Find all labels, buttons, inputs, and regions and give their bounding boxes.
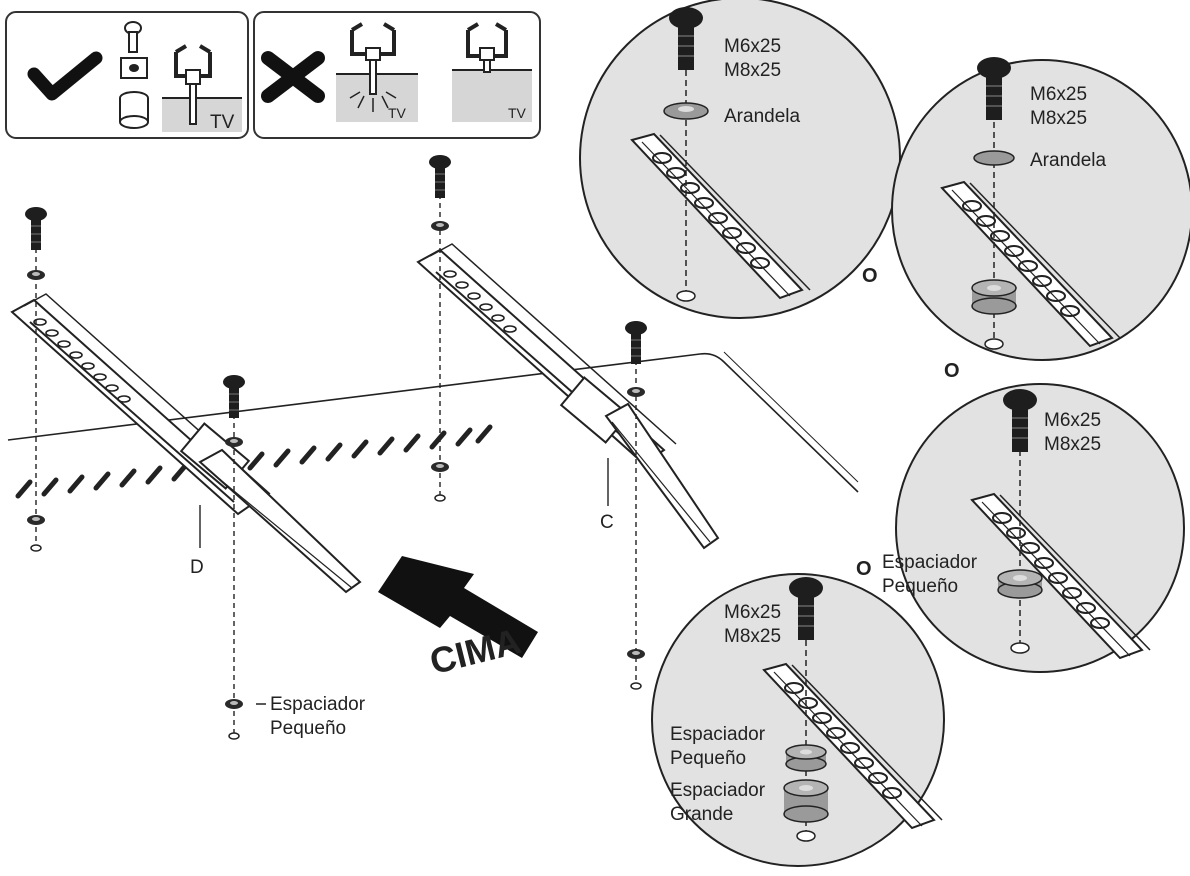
or-marker-a: O (862, 265, 878, 287)
up-direction-arrow-icon (378, 556, 538, 658)
checkmark-icon (27, 51, 103, 101)
bracket-c-label: C (600, 512, 614, 533)
bracket-d (10, 293, 362, 594)
bolt-too-short-icon (452, 22, 532, 122)
detail-washer-view-2: M6x25 M8x25 Arandela (891, 56, 1190, 361)
tv-back-outline (7, 351, 859, 493)
spacer-icon (971, 279, 1017, 315)
svg-text:Espaciador: Espaciador (670, 724, 766, 745)
svg-text:M6x25: M6x25 (1044, 410, 1101, 431)
incorrect-tv-label-b: TV (508, 105, 527, 121)
spacer-icon (627, 649, 645, 659)
washer-icon (27, 270, 45, 280)
svg-text:M6x25: M6x25 (1030, 84, 1087, 105)
large-spacer-icon (783, 779, 829, 823)
fastener-column-4 (624, 320, 648, 690)
svg-text:Arandela: Arandela (724, 106, 800, 127)
fastener-column-3 (428, 154, 452, 502)
screw-icon (624, 320, 648, 365)
tv-vent-slots (15, 424, 493, 499)
small-spacer-icon (225, 699, 243, 709)
svg-text:Espaciador: Espaciador (670, 780, 766, 801)
small-spacer-label: Espaciador Pequeño (270, 694, 370, 739)
or-marker-b: O (944, 360, 960, 382)
screw-spacer-stack-icon (119, 21, 149, 129)
cross-icon (261, 51, 325, 103)
fastener-column-1 (24, 206, 48, 552)
svg-text:Espaciador: Espaciador (882, 552, 978, 573)
svg-text:Arandela: Arandela (1030, 150, 1106, 171)
spacer-icon (27, 515, 45, 525)
svg-text:Pequeño: Pequeño (670, 748, 746, 769)
correct-method-panel: TV (5, 11, 249, 139)
svg-text:M6x25: M6x25 (724, 36, 781, 57)
washer-icon (627, 387, 645, 397)
washer-icon (225, 437, 243, 447)
screw-icon (428, 154, 452, 199)
fastener-column-2 (222, 374, 246, 740)
incorrect-method-panel: TV TV (253, 11, 541, 139)
svg-text:Grande: Grande (670, 804, 733, 825)
or-marker-c: O (856, 558, 872, 580)
washer-icon (973, 150, 1015, 166)
direction-label: CIMA (426, 620, 525, 682)
correct-bracket-on-tv-icon (162, 44, 242, 132)
svg-text:M8x25: M8x25 (724, 626, 781, 647)
svg-text:M8x25: M8x25 (1044, 434, 1101, 455)
washer-icon (431, 221, 449, 231)
svg-text:M6x25: M6x25 (724, 602, 781, 623)
bracket-d-label: D (190, 557, 204, 578)
svg-text:M8x25: M8x25 (1030, 108, 1087, 129)
correct-tv-label: TV (210, 112, 235, 133)
svg-text:Pequeño: Pequeño (882, 576, 958, 597)
spacer-icon (431, 462, 449, 472)
screw-icon (24, 206, 48, 251)
incorrect-tv-label-a: TV (388, 105, 407, 121)
small-spacer-icon (785, 744, 827, 772)
svg-text:M8x25: M8x25 (724, 60, 781, 81)
bracket-c (416, 243, 720, 550)
detail-small-spacer-view: M6x25 M8x25 Espaciador Pequeño (882, 383, 1185, 673)
detail-small-and-large-spacer-view: M6x25 M8x25 Espaciador Pequeño Espaciado… (651, 573, 945, 867)
detail-washer-view-1: M6x25 M8x25 Arandela (579, 0, 901, 319)
bolt-too-long-icon (336, 22, 418, 122)
small-spacer-icon (997, 569, 1043, 599)
